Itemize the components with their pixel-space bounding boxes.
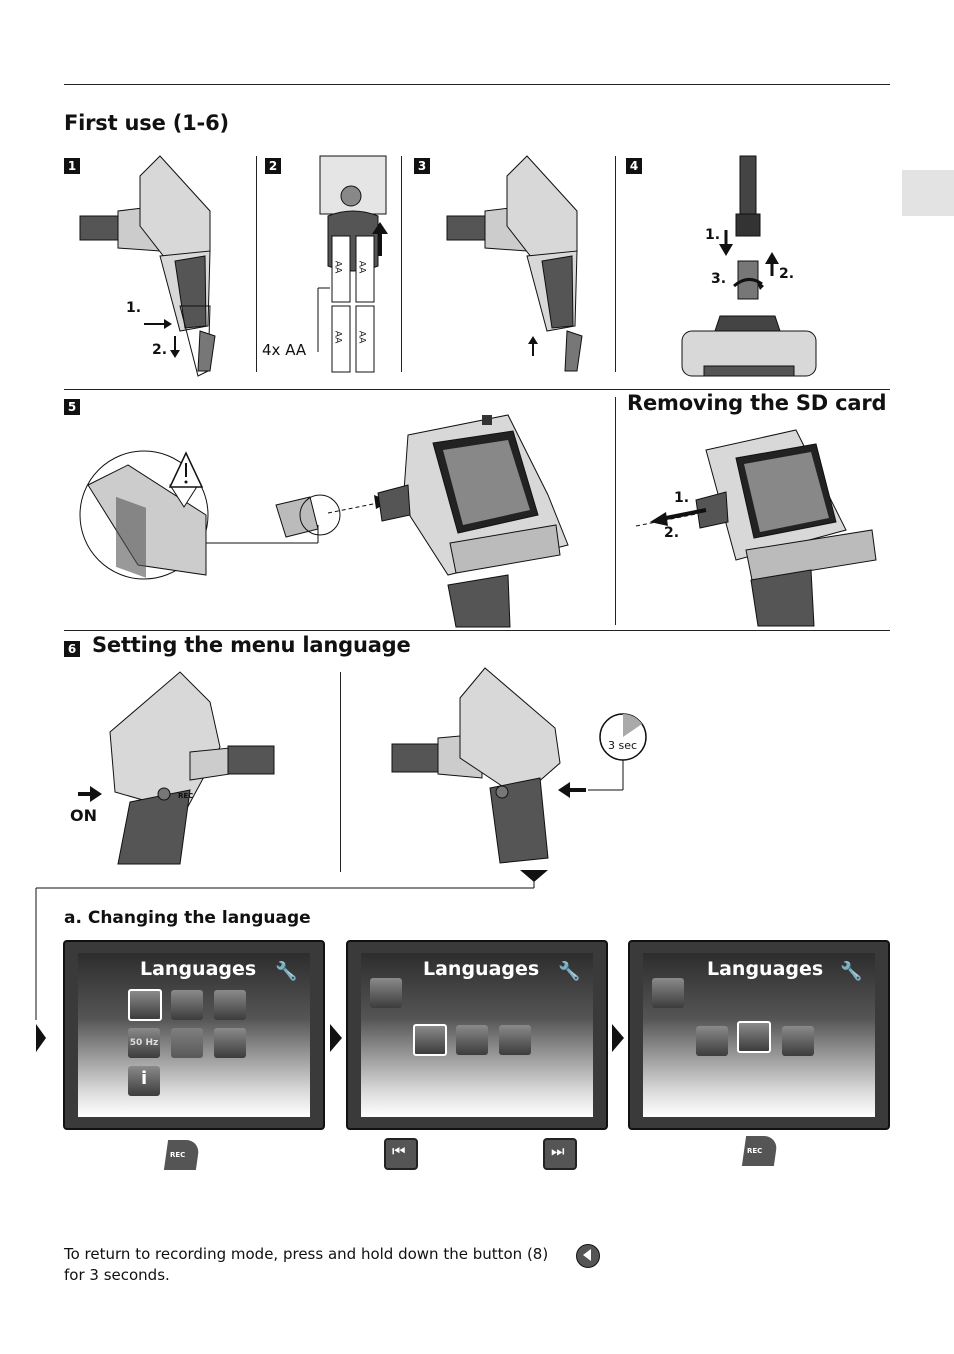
divider <box>615 156 616 372</box>
menu-language-tile[interactable] <box>128 989 162 1021</box>
device-illustration-step1 <box>79 155 216 377</box>
language-option-1[interactable] <box>696 1026 728 1056</box>
language-screen-3: Languages 🔧 <box>628 940 890 1130</box>
divider <box>401 156 402 372</box>
sd-card-insert-illustration <box>79 414 569 628</box>
sd-card-remove-illustration <box>635 429 877 627</box>
timer-label: 3 sec <box>608 739 638 752</box>
sd-removal-label-1: 1. <box>674 490 690 506</box>
step-number-2: 2 <box>265 158 281 174</box>
flow-arrow <box>612 1024 624 1052</box>
language-screen-2: Languages 🔧 <box>346 940 608 1130</box>
sd-removal-title: Removing the SD card <box>627 391 887 415</box>
menu-home-tile[interactable] <box>214 990 246 1020</box>
top-rule <box>64 84 890 85</box>
menu-language-tile <box>652 978 684 1008</box>
language-option-3[interactable] <box>782 1026 814 1056</box>
step6-title: Setting the menu language <box>92 633 411 657</box>
info-icon: i <box>141 1068 148 1089</box>
language-option-1[interactable] <box>413 1024 447 1056</box>
step-number-3: 3 <box>414 158 430 174</box>
device-hold-button-illustration <box>391 667 647 864</box>
next-button[interactable] <box>543 1138 577 1170</box>
screen-title: Languages <box>707 958 824 980</box>
menu-power-tile[interactable] <box>171 1028 203 1058</box>
footer-line-2: for 3 seconds. <box>64 1266 170 1284</box>
battery-compartment-illustration <box>317 155 388 373</box>
section-rule <box>64 630 890 631</box>
on-label: ON <box>70 806 97 825</box>
changing-heading: a. Changing the language <box>64 908 311 928</box>
language-screen-1: Languages 🔧 50 Hz i <box>63 940 325 1130</box>
menu-frequency-tile[interactable] <box>128 1028 160 1058</box>
battery-label: AA <box>356 330 367 344</box>
battery-label: AA <box>332 260 343 274</box>
menu-language-tile <box>370 978 402 1008</box>
wrench-icon: 🔧 <box>558 961 581 982</box>
wrench-icon: 🔧 <box>275 961 298 982</box>
language-option-english[interactable] <box>737 1021 771 1053</box>
menu-info-tile[interactable] <box>128 1066 160 1096</box>
rec-button-label: REC <box>747 1147 763 1155</box>
battery-count-label: 4x AA <box>262 341 307 359</box>
menu-display-tile[interactable] <box>214 1028 246 1058</box>
device-illustration-step3 <box>446 155 583 372</box>
previous-button[interactable] <box>384 1138 418 1170</box>
side-tab <box>902 170 954 216</box>
cable-connection-illustration <box>681 155 817 377</box>
device-power-on-illustration <box>78 671 275 865</box>
skip-previous-icon: ⏮ <box>392 1142 406 1160</box>
rec-button-label: REC <box>178 792 194 800</box>
divider <box>615 397 616 625</box>
step-number-5: 5 <box>64 399 80 415</box>
step1-label-1: 1. <box>126 300 142 316</box>
step4-label-1: 1. <box>705 227 721 243</box>
frequency-label: 50 Hz <box>129 1038 159 1048</box>
battery-label: AA <box>356 260 367 274</box>
language-option-3[interactable] <box>499 1025 531 1055</box>
step-number-1: 1 <box>64 158 80 174</box>
divider <box>340 672 341 872</box>
wrench-icon: 🔧 <box>840 961 863 982</box>
battery-label: AA <box>332 330 343 344</box>
screen-title: Languages <box>140 958 257 980</box>
step4-label-2: 2. <box>779 266 795 282</box>
screen-title: Languages <box>423 958 540 980</box>
footer-line-1: To return to recording mode, press and h… <box>64 1245 549 1263</box>
menu-memory-tile[interactable] <box>171 990 203 1020</box>
section-rule <box>64 389 890 390</box>
page-title: First use (1-6) <box>64 111 229 135</box>
flow-connector <box>35 870 548 1052</box>
rec-button-label: REC <box>170 1151 186 1159</box>
skip-next-icon: ⏭ <box>551 1142 565 1160</box>
step4-label-3: 3. <box>711 271 727 287</box>
flow-arrow <box>330 1024 342 1052</box>
language-option-english[interactable] <box>456 1025 488 1055</box>
back-triangle-icon <box>583 1249 591 1261</box>
step-number-6: 6 <box>64 641 80 657</box>
step1-label-2: 2. <box>152 342 168 358</box>
sd-removal-label-2: 2. <box>664 525 680 541</box>
step-number-4: 4 <box>626 158 642 174</box>
divider <box>256 156 257 372</box>
